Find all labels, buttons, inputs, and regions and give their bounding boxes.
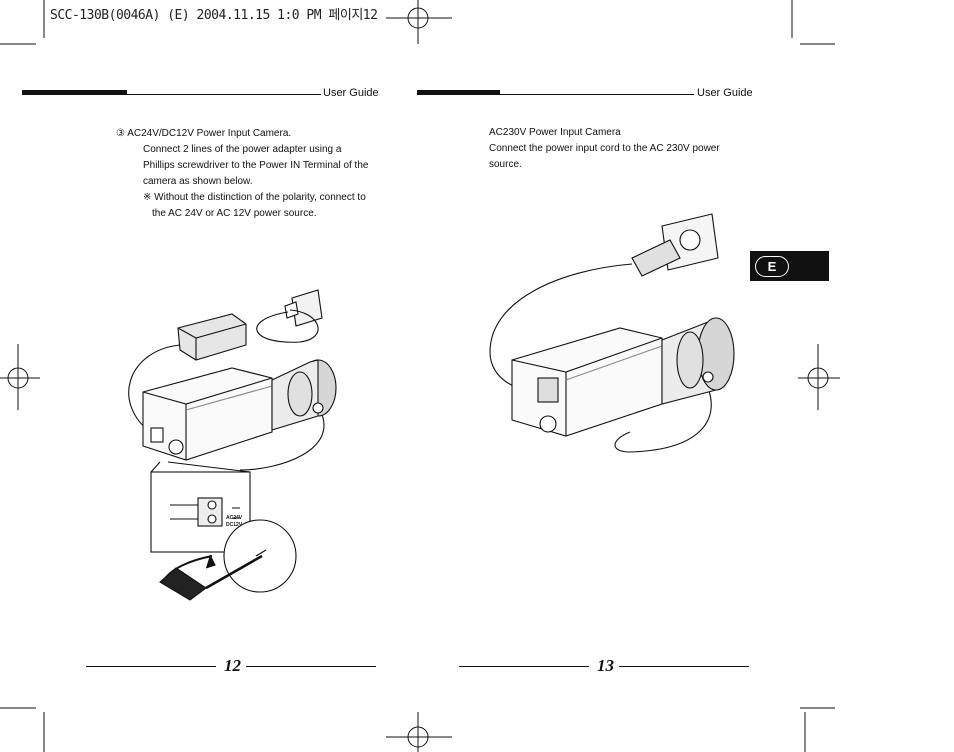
footer-rule-left-b xyxy=(246,666,376,667)
left-note-line-2: the AC 24V or AC 12V power source. xyxy=(152,208,317,219)
header-rule-thin-left xyxy=(127,94,321,95)
right-body-line-1: Connect the power input cord to the AC 2… xyxy=(489,143,720,154)
header-user-guide-right: User Guide xyxy=(697,87,753,99)
registration-mark-right xyxy=(798,344,840,410)
page-number-left: 12 xyxy=(224,656,241,675)
print-slug: SCC-130B(0046A) (E) 2004.11.15 1:0 PM 페이… xyxy=(50,8,378,23)
item-title: AC24V/DC12V Power Input Camera. xyxy=(127,128,292,139)
crop-marks xyxy=(0,0,835,752)
terminal-label-dc12v: DC12V xyxy=(226,522,243,528)
camera-24v-illustration xyxy=(128,289,337,601)
page-number-right: 13 xyxy=(597,656,614,675)
footer-rule-right-a xyxy=(459,666,589,667)
language-tab: E xyxy=(750,251,829,281)
header-user-guide-left: User Guide xyxy=(323,87,379,99)
registration-mark-bottom xyxy=(386,712,452,752)
right-body-line-2: source. xyxy=(489,159,522,170)
note-marker: ※ xyxy=(143,192,152,203)
left-body-line-2: Phillips screwdriver to the Power IN Ter… xyxy=(143,160,369,171)
footer-rule-left-a xyxy=(86,666,216,667)
note-text-1: Without the distinction of the polarity,… xyxy=(154,192,366,203)
right-title: AC230V Power Input Camera xyxy=(489,127,621,138)
header-rule-thick-right xyxy=(417,90,500,95)
header-rule-thick-left xyxy=(22,90,127,95)
header-rule-thin-right xyxy=(500,94,694,95)
left-note-line-1: ※ Without the distinction of the polarit… xyxy=(143,190,366,206)
left-body-line-3: camera as shown below. xyxy=(143,176,253,187)
terminal-label-ac24v: AC24V xyxy=(226,515,243,521)
left-item-heading: ③ AC24V/DC12V Power Input Camera. xyxy=(116,126,291,142)
left-body-line-1: Connect 2 lines of the power adapter usi… xyxy=(143,144,342,155)
item-marker: ③ xyxy=(116,128,125,139)
registration-mark-left xyxy=(0,344,40,410)
registration-mark-top xyxy=(386,0,452,44)
camera-230v-illustration xyxy=(489,213,735,453)
footer-rule-right-b xyxy=(619,666,749,667)
language-tab-letter: E xyxy=(755,256,789,277)
